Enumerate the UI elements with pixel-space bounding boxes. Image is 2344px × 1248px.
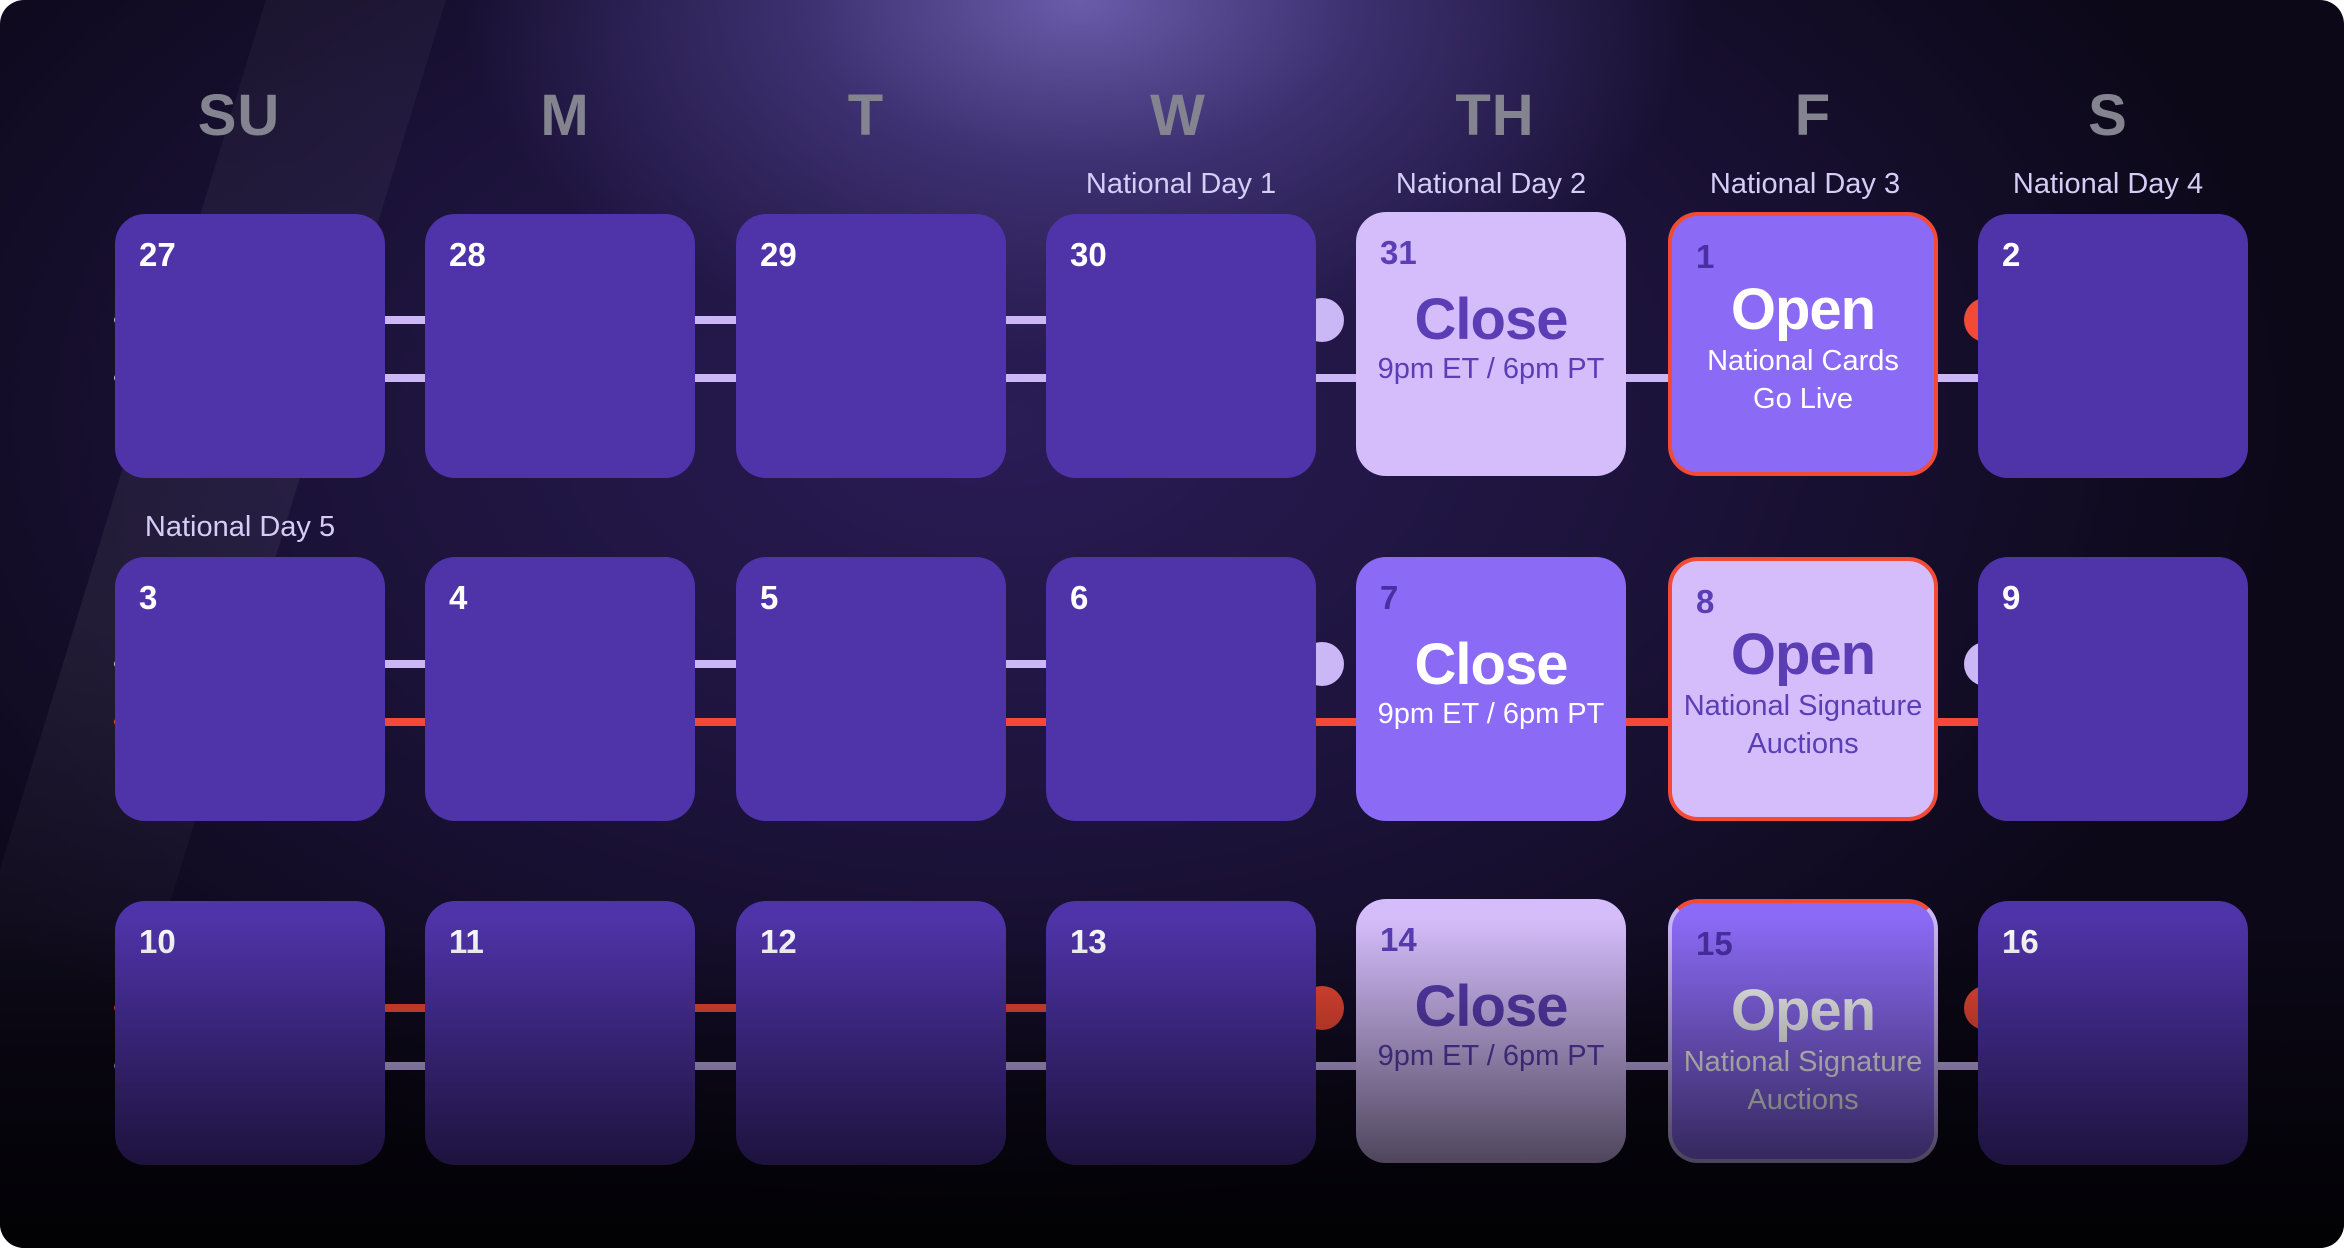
- open-line-2: Auctions: [1747, 1084, 1859, 1116]
- day-cell: 9: [1978, 557, 2248, 821]
- day-cell: 27: [115, 214, 385, 478]
- day-number: 16: [2002, 923, 2039, 960]
- day-cell: 30: [1046, 214, 1316, 478]
- national-day-4-label: National Day 4: [2012, 168, 2204, 200]
- day-number: 15: [1696, 925, 1733, 962]
- national-day-2-label: National Day 2: [1395, 168, 1587, 200]
- close-title: Close: [1414, 974, 1569, 1039]
- national-day-3-label: National Day 3: [1709, 168, 1901, 200]
- day-number: 11: [449, 923, 484, 960]
- day-number: 1: [1696, 238, 1715, 275]
- day-number: 6: [1070, 579, 1089, 616]
- national-day-1-label: National Day 1: [1085, 168, 1277, 200]
- open-line-2: Go Live: [1753, 383, 1853, 415]
- open-title: Open: [1730, 978, 1876, 1043]
- day-number: 8: [1696, 583, 1715, 620]
- weekday-thursday: TH: [1455, 83, 1535, 148]
- close-day-cell: 7 Close 9pm ET / 6pm PT: [1356, 557, 1626, 821]
- day-number: 7: [1380, 579, 1399, 616]
- day-number: 2: [2002, 236, 2021, 273]
- day-number: 9: [2002, 579, 2021, 616]
- open-title: Open: [1730, 277, 1876, 342]
- open-day-cell: 8 Open National Signature Auctions: [1668, 557, 1938, 821]
- open-day-cell: 1 Open National Cards Go Live: [1668, 212, 1938, 476]
- track-line: [114, 660, 1324, 668]
- open-line-1: National Signature: [1683, 690, 1923, 722]
- day-number: 3: [139, 579, 158, 616]
- open-line-1: National Cards: [1707, 345, 1899, 377]
- day-number: 14: [1380, 921, 1417, 958]
- close-day-cell: 14 Close 9pm ET / 6pm PT: [1356, 899, 1626, 1163]
- national-day-5-label: National Day 5: [144, 511, 336, 543]
- weekday-monday: M: [540, 83, 590, 148]
- day-cell: 5: [736, 557, 1006, 821]
- weekday-wednesday: W: [1150, 83, 1206, 148]
- day-cell: 16: [1978, 901, 2248, 1165]
- weekday-sunday: SU: [197, 83, 281, 148]
- day-number: 5: [760, 579, 779, 616]
- day-number: 31: [1380, 234, 1417, 271]
- day-cell: 6: [1046, 557, 1316, 821]
- close-time: 9pm ET / 6pm PT: [1377, 353, 1605, 385]
- day-cell: 28: [425, 214, 695, 478]
- close-time: 9pm ET / 6pm PT: [1377, 698, 1605, 730]
- close-time: 9pm ET / 6pm PT: [1377, 1040, 1605, 1072]
- day-cell: 4: [425, 557, 695, 821]
- day-cell: 2: [1978, 214, 2248, 478]
- weekday-friday: F: [1794, 83, 1832, 148]
- day-number: 13: [1070, 923, 1107, 960]
- track-line: [114, 316, 1324, 324]
- day-number: 4: [449, 579, 468, 616]
- day-number: 12: [760, 923, 797, 960]
- day-number: 29: [760, 236, 797, 273]
- open-line-1: National Signature: [1683, 1046, 1923, 1078]
- day-cell: 11: [425, 901, 695, 1165]
- close-title: Close: [1414, 632, 1569, 697]
- open-day-cell: 15 Open National Signature Auctions: [1668, 899, 1938, 1163]
- weekday-saturday: S: [2088, 83, 2128, 148]
- weekday-tuesday: T: [847, 83, 885, 148]
- day-number: 27: [139, 236, 176, 273]
- close-title: Close: [1414, 287, 1569, 352]
- open-title: Open: [1730, 622, 1876, 687]
- day-number: 28: [449, 236, 486, 273]
- close-day-cell: 31 Close 9pm ET / 6pm PT: [1356, 212, 1626, 476]
- open-line-2: Auctions: [1747, 728, 1859, 760]
- day-cell: 10: [115, 901, 385, 1165]
- day-cell: 13: [1046, 901, 1316, 1165]
- day-cell: 12: [736, 901, 1006, 1165]
- track-line: [114, 1004, 1324, 1012]
- day-cell: 29: [736, 214, 1006, 478]
- day-number: 10: [139, 923, 176, 960]
- day-number: 30: [1070, 236, 1107, 273]
- day-cell: 3: [115, 557, 385, 821]
